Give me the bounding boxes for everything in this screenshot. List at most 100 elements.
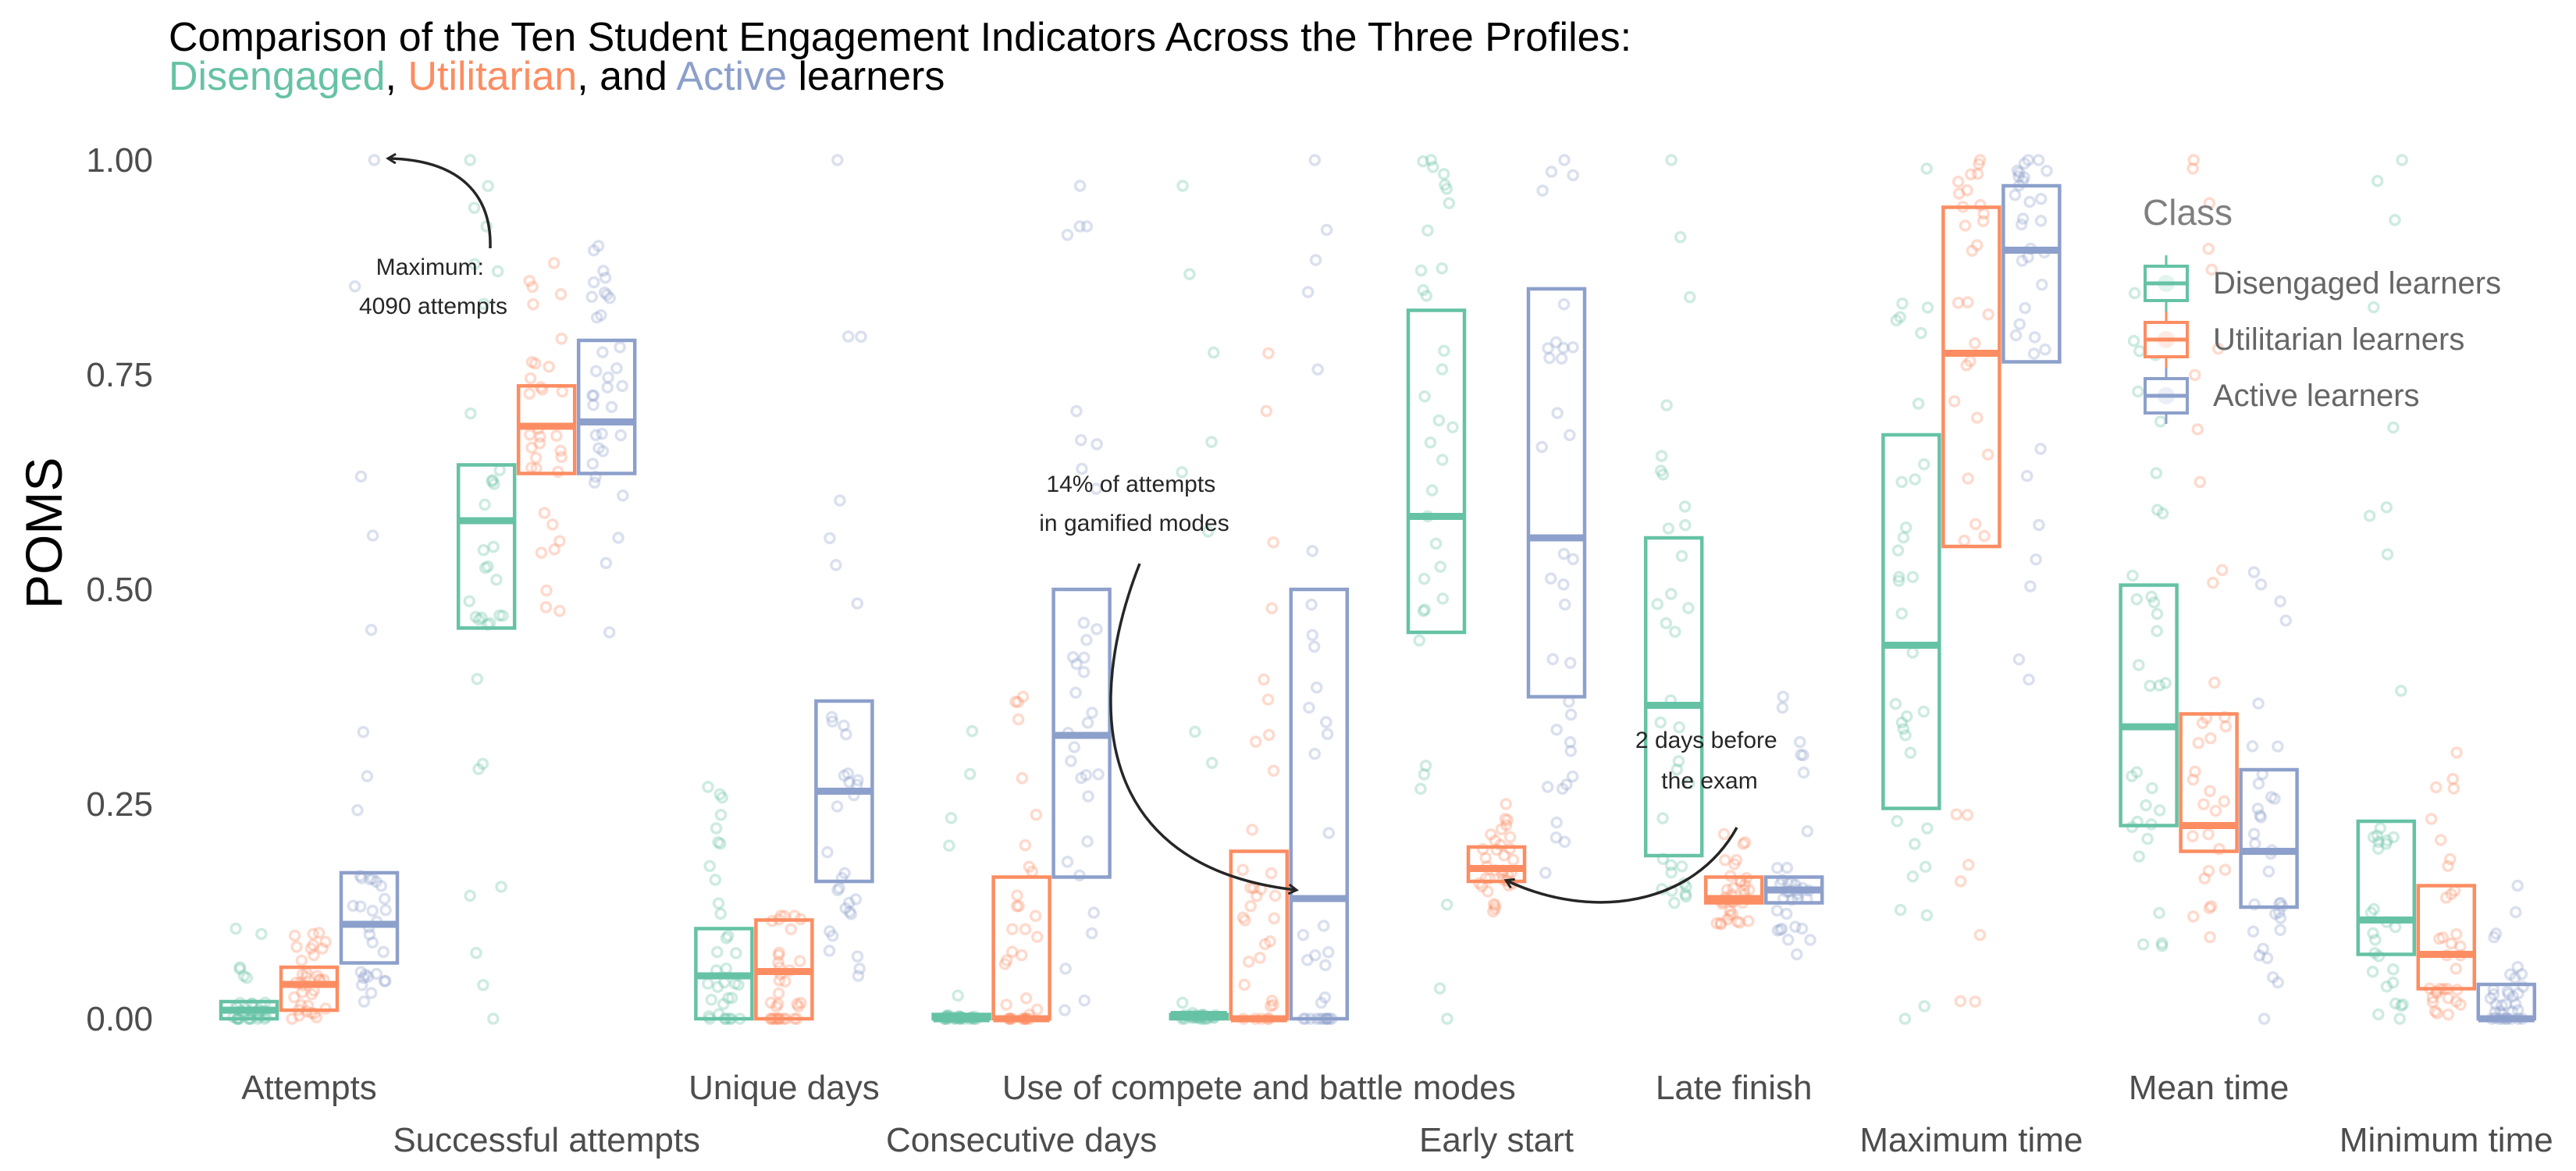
data-point xyxy=(2366,965,2379,978)
data-point xyxy=(366,904,379,917)
data-point xyxy=(845,908,858,920)
data-point xyxy=(370,967,383,981)
data-point xyxy=(2442,1008,2455,1021)
data-point xyxy=(1080,634,1093,646)
data-point xyxy=(1904,746,1917,760)
data-point xyxy=(2033,518,2045,532)
data-point xyxy=(587,399,600,411)
data-point xyxy=(1425,154,1437,166)
data-point xyxy=(495,881,507,893)
data-point xyxy=(1438,344,1450,358)
data-point xyxy=(1665,154,1678,166)
data-point xyxy=(355,979,368,991)
data-point xyxy=(1906,646,1919,659)
data-point xyxy=(2187,154,2200,166)
data-point xyxy=(716,791,728,804)
data-point xyxy=(714,837,727,850)
data-point xyxy=(1795,922,1809,935)
data-point xyxy=(1918,1000,1931,1013)
data-point xyxy=(2503,968,2517,981)
data-point xyxy=(1418,572,1431,586)
data-point xyxy=(1679,888,1692,901)
data-point xyxy=(1961,183,1973,197)
data-point xyxy=(1073,220,1086,233)
data-point xyxy=(1678,500,1692,513)
data-point xyxy=(1728,858,1741,870)
data-point xyxy=(1434,561,1447,573)
data-point xyxy=(1260,404,1273,418)
y-tick-label: 0.50 xyxy=(86,571,153,609)
data-point xyxy=(1305,598,1318,611)
data-point xyxy=(714,907,727,920)
data-point xyxy=(966,724,979,738)
data-point xyxy=(1718,853,1731,867)
data-point xyxy=(1962,296,1974,309)
y-tick-label: 1.00 xyxy=(86,141,153,180)
data-point xyxy=(2272,740,2284,753)
data-point xyxy=(1550,723,1563,736)
data-point xyxy=(1795,749,1807,761)
data-point xyxy=(365,624,378,636)
data-point xyxy=(2279,614,2293,627)
data-point xyxy=(1675,550,1688,562)
data-point xyxy=(2372,835,2385,849)
data-point xyxy=(1317,920,1330,932)
data-point xyxy=(1906,870,1920,883)
data-point xyxy=(229,922,242,935)
data-point xyxy=(2372,1008,2385,1021)
legend-item-utilitarian: Utilitarian learners xyxy=(2143,311,2501,368)
data-point xyxy=(1536,184,1549,197)
data-point xyxy=(1973,158,1985,170)
data-point xyxy=(825,710,838,724)
data-point xyxy=(1487,905,1500,918)
data-point xyxy=(2211,342,2225,355)
data-point xyxy=(366,936,379,949)
data-point xyxy=(2130,766,2144,778)
data-point xyxy=(2204,785,2216,798)
data-point xyxy=(1440,183,1453,195)
data-point xyxy=(1306,544,1319,557)
data-point xyxy=(1551,407,1564,419)
data-point xyxy=(2430,781,2443,794)
data-point xyxy=(1901,710,1913,723)
data-point xyxy=(2151,625,2163,638)
data-point xyxy=(598,286,611,299)
data-point xyxy=(1091,623,1103,635)
data-point xyxy=(843,896,856,909)
data-point xyxy=(1308,154,1322,166)
data-point xyxy=(945,812,958,824)
data-point xyxy=(240,971,254,984)
data-point xyxy=(1069,686,1082,699)
data-point xyxy=(354,470,368,483)
x-tick-label: Unique days xyxy=(688,1069,880,1107)
data-point xyxy=(490,573,503,586)
data-point xyxy=(1473,877,1485,890)
data-point xyxy=(2155,937,2169,949)
data-point xyxy=(614,429,627,442)
data-point xyxy=(307,938,319,952)
data-point xyxy=(2019,301,2031,315)
subtitle-utilitarian: Utilitarian xyxy=(407,54,578,99)
data-point xyxy=(1236,911,1250,924)
data-point xyxy=(1567,341,1579,354)
data-point xyxy=(2430,985,2443,998)
data-point xyxy=(2447,782,2460,795)
data-point xyxy=(1503,831,1517,843)
data-point xyxy=(2030,553,2042,566)
data-point xyxy=(2274,924,2286,937)
data-point xyxy=(843,906,856,918)
data-point xyxy=(1950,808,1963,820)
data-point xyxy=(370,875,382,888)
data-point xyxy=(2186,773,2200,786)
data-point xyxy=(2274,595,2286,608)
data-point xyxy=(1065,755,1077,767)
data-point xyxy=(1251,890,1263,902)
data-point xyxy=(2252,778,2265,790)
data-point xyxy=(1425,484,1439,497)
data-point xyxy=(1436,262,1448,275)
box xyxy=(456,463,517,630)
subtitle-sep-1: , xyxy=(385,54,408,99)
data-point xyxy=(610,362,623,375)
data-point xyxy=(703,1010,715,1023)
data-point xyxy=(1320,716,1332,728)
